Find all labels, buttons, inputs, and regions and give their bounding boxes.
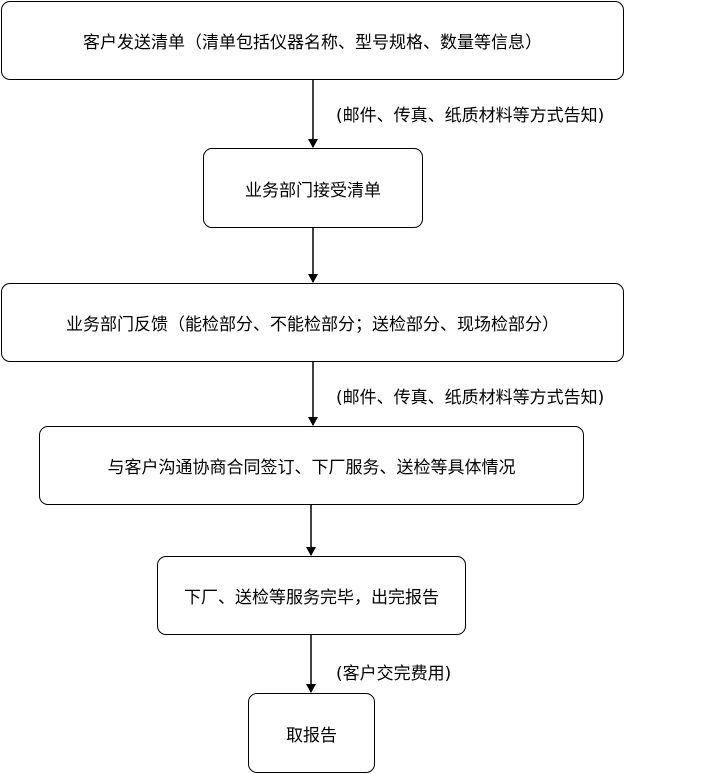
step-negotiate-label: 与客户沟通协商合同签订、下厂服务、送检等具体情况: [107, 458, 516, 478]
step-feedback: 业务部门反馈（能检部分、不能检部分；送检部分、现场检部分）: [1, 283, 624, 362]
step-receive-list: 业务部门接受清单: [203, 148, 423, 228]
step-service-complete-label: 下厂、送检等服务完毕，出完报告: [184, 588, 439, 608]
step-pickup-report-label: 取报告: [286, 725, 337, 746]
note-notify-2: (邮件、传真、纸质材料等方式告知): [336, 388, 605, 408]
step-feedback-label: 业务部门反馈（能检部分、不能检部分；送检部分、现场检部分）: [66, 315, 559, 335]
step-pickup-report: 取报告: [248, 693, 375, 773]
step-receive-list-label: 业务部门接受清单: [245, 180, 381, 201]
step-negotiate: 与客户沟通协商合同签订、下厂服务、送检等具体情况: [39, 426, 584, 505]
note-payment: (客户交完费用): [336, 664, 452, 684]
step-service-complete: 下厂、送检等服务完毕，出完报告: [157, 556, 466, 635]
step-send-list: 客户发送清单（清单包括仪器名称、型号规格、数量等信息）: [1, 1, 624, 80]
note-notify-1: (邮件、传真、纸质材料等方式告知): [336, 106, 605, 126]
step-send-list-label: 客户发送清单（清单包括仪器名称、型号规格、数量等信息）: [83, 33, 542, 53]
